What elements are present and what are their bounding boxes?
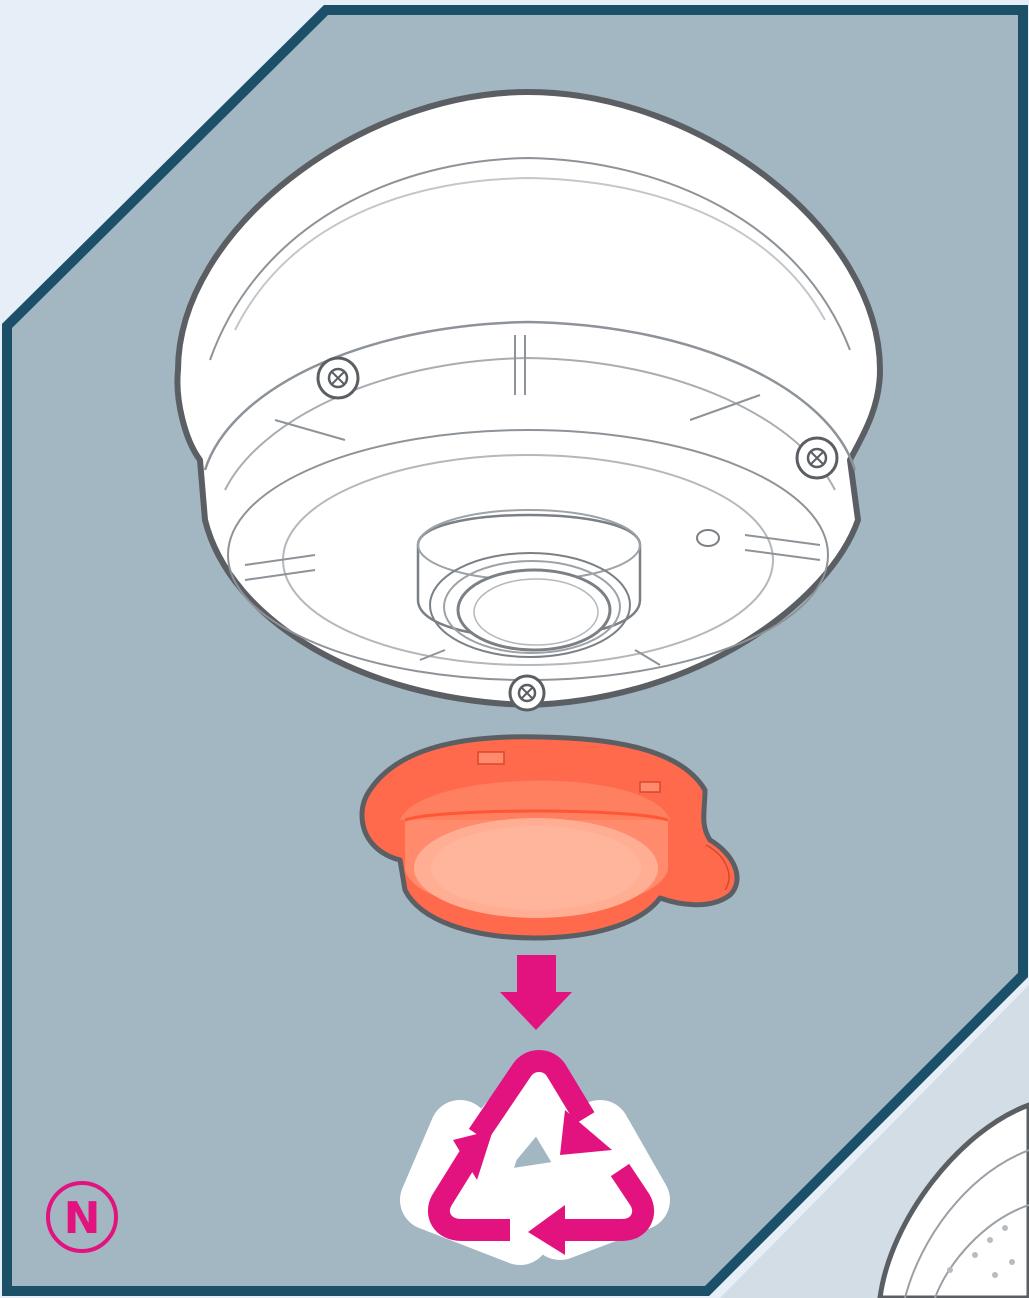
screw-icon [318, 358, 358, 398]
dome-camera-icon [177, 92, 880, 710]
screw-icon [510, 676, 544, 710]
screw-icon [797, 438, 837, 478]
step-label: N [64, 1193, 101, 1244]
